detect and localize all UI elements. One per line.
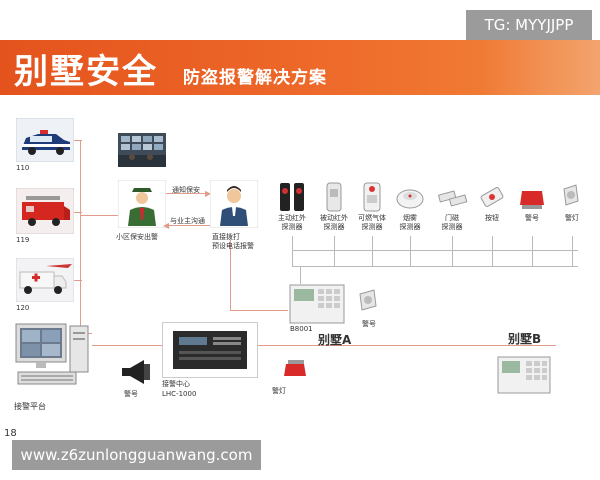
alarm-center-box	[162, 322, 258, 378]
red-strobe-icon	[282, 358, 310, 380]
arrow-right-icon: ▶	[205, 189, 212, 198]
notify-guard-text: 通知保安	[172, 186, 200, 194]
computer-icon	[12, 322, 92, 398]
detector-label-1a: 主动红外	[278, 214, 306, 222]
page-subtitle: 防盗报警解决方案	[183, 68, 327, 88]
connector-bus	[256, 345, 556, 346]
left-connector-line	[80, 140, 81, 335]
operator-icon	[209, 179, 259, 229]
watermark-url[interactable]: www.z6zunlongguanwang.com	[12, 440, 261, 470]
panel-model-label: B8001	[290, 325, 313, 333]
bus-drop-6	[492, 236, 493, 266]
connector-120	[74, 280, 82, 281]
bus-drop-8	[572, 236, 573, 266]
platform-label: 接警平台	[14, 402, 46, 411]
siren-icon	[516, 181, 548, 213]
detector-label-5a: 门磁	[445, 214, 459, 222]
detector-label-6a: 按钮	[485, 214, 499, 222]
tg-badge: TG: MYYJJPP	[466, 10, 592, 40]
panel-siren-icon	[356, 288, 386, 314]
detector-label-2a: 被动红外	[320, 214, 348, 222]
operator-label-1: 直接拨打	[212, 233, 240, 241]
label-120: 120	[16, 304, 30, 312]
page-title: 别墅安全	[14, 52, 158, 92]
connector-guard	[80, 215, 118, 216]
label-119: 119	[16, 236, 30, 244]
police-car-icon	[15, 117, 75, 163]
detector-bus-line-2	[292, 266, 578, 267]
detector-label-4b: 探测器	[399, 223, 421, 231]
monitoring-room-icon	[118, 133, 166, 167]
detector-label-3b: 探测器	[361, 223, 383, 231]
detector-label-8a: 警灯	[565, 214, 579, 222]
detector-label-7a: 警号	[525, 214, 539, 222]
arrow-line-bottom	[165, 225, 211, 226]
door-contact-icon	[436, 181, 468, 213]
house-b-label: 别墅B	[508, 332, 542, 346]
detector-label-1b: 探测器	[281, 223, 303, 231]
owner-communicate-text: 与业主沟通	[170, 217, 205, 225]
fire-truck-icon	[15, 187, 75, 235]
page-number: 18	[4, 428, 17, 439]
gas-detector-icon	[356, 181, 388, 213]
detector-bus-line	[292, 250, 578, 251]
bus-drop-2	[334, 236, 335, 266]
bus-drop-1	[292, 236, 293, 266]
connector-center	[92, 345, 162, 346]
speaker-label: 警号	[124, 390, 138, 398]
label-110: 110	[16, 164, 30, 172]
passive-infrared-detector-icon	[318, 181, 350, 213]
panic-button-icon	[476, 181, 508, 213]
operator-label-2: 预设电话报警	[212, 242, 254, 250]
arrow-line-top	[165, 193, 211, 194]
center-label-1: 接警中心	[162, 380, 190, 388]
strobe-label: 警灯	[272, 387, 286, 395]
bus-drop-3	[372, 236, 373, 266]
active-infrared-detector-icon	[276, 181, 308, 213]
detector-label-5b: 探测器	[441, 223, 463, 231]
detector-label-4a: 烟雾	[403, 214, 417, 222]
detector-label-3a: 可燃气体	[358, 214, 386, 222]
bus-to-panel	[300, 266, 301, 284]
bus-drop-5	[452, 236, 453, 266]
house-b-panel-icon	[496, 355, 552, 395]
smoke-detector-icon	[394, 181, 426, 213]
speaker-icon	[118, 358, 154, 386]
connector-operator-panel	[230, 310, 288, 311]
panel-siren-label: 警号	[362, 320, 376, 328]
strobe-light-icon	[556, 181, 588, 213]
ambulance-icon	[15, 257, 75, 303]
guard-label: 小区保安出警	[116, 233, 158, 241]
house-a-label: 别墅A	[318, 333, 352, 347]
connector-operator-down	[230, 240, 231, 310]
alarm-panel-icon	[288, 283, 346, 325]
guard-icon	[117, 179, 167, 229]
header-banner	[0, 40, 600, 95]
connector-119	[74, 212, 82, 213]
center-label-2: LHC-1000	[162, 390, 197, 398]
bus-drop-7	[532, 236, 533, 266]
detector-label-2b: 探测器	[323, 223, 345, 231]
connector-110	[74, 140, 82, 141]
arrow-left-icon: ◀	[163, 221, 170, 230]
bus-drop-4	[410, 236, 411, 266]
